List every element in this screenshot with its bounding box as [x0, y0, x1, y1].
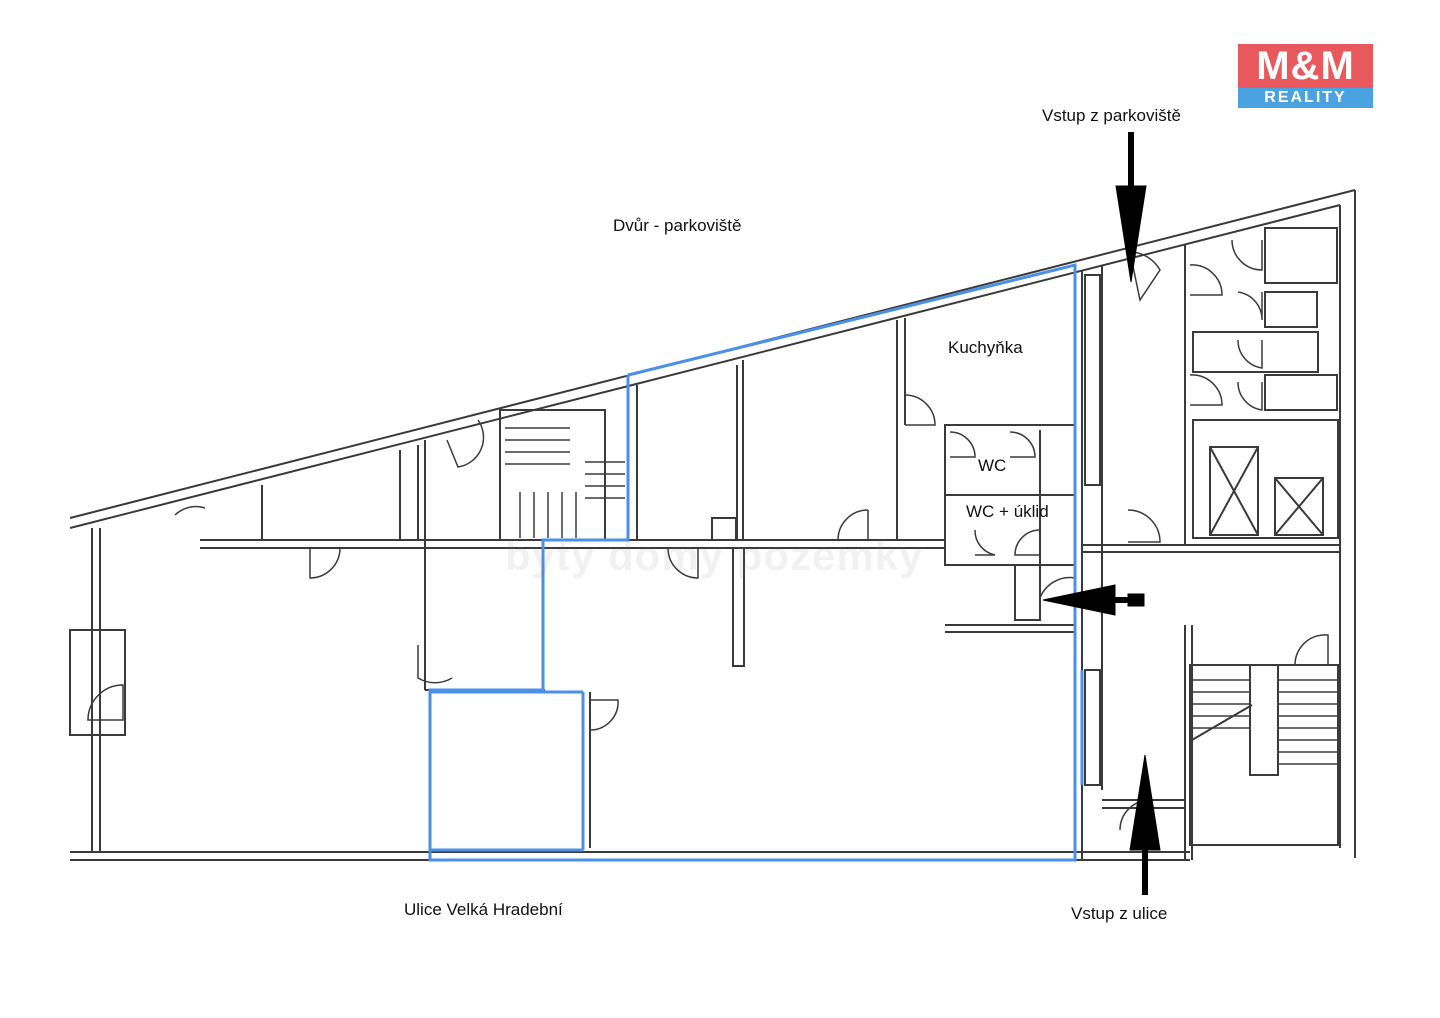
- door-swing: [417, 645, 453, 684]
- stair-east-inner: [1249, 664, 1279, 776]
- door-swing: [1014, 529, 1041, 556]
- doors: [87, 239, 1329, 831]
- shaft-2: [1274, 477, 1324, 536]
- door-swing: [174, 505, 206, 516]
- shaft-1: [1209, 446, 1259, 536]
- arrow-parking-head: [1115, 185, 1147, 283]
- window-e1: [1084, 274, 1101, 486]
- door-swing: [309, 547, 341, 579]
- arrow-side-tail: [1127, 593, 1145, 607]
- cubicle-2: [1264, 291, 1318, 328]
- column: [732, 547, 745, 667]
- door-swing: [1189, 264, 1223, 296]
- label-kitchen: Kuchyňka: [948, 338, 1023, 357]
- door-swing: [1127, 509, 1161, 543]
- logo-wordmark: REALITY: [1238, 88, 1373, 108]
- stair-east-diag: [1191, 704, 1253, 741]
- label-wc: WC: [978, 456, 1007, 475]
- door-swing: [904, 394, 936, 426]
- label-street: Ulice Velká Hradební: [404, 900, 563, 919]
- stair-treads-west: [505, 427, 625, 538]
- door-swing: [1237, 291, 1263, 321]
- window-e2: [1084, 669, 1101, 786]
- door-swing: [446, 419, 485, 468]
- door-swing: [589, 699, 619, 731]
- door-swing: [1189, 374, 1223, 406]
- column-cap: [711, 517, 737, 541]
- label-courtyard: Dvůr - parkoviště: [613, 216, 742, 235]
- door-swing: [1237, 339, 1263, 369]
- arrows: [1042, 132, 1161, 895]
- door-swing: [667, 547, 699, 579]
- stair-block: [499, 409, 606, 541]
- unit-outline: [428, 263, 1077, 862]
- shaft-1-x2: [1209, 446, 1259, 536]
- door-swing: [974, 529, 996, 556]
- outer-wall-north-inner: [69, 204, 1341, 529]
- cubicle-3: [1192, 331, 1319, 373]
- walls: [69, 189, 1356, 861]
- door-swing: [87, 684, 124, 721]
- label-wc-cleaning: WC + úklid: [966, 502, 1049, 521]
- door-swing: [949, 431, 976, 458]
- door-swing: [1237, 381, 1263, 411]
- label-entrance-street: Vstup z ulice: [1071, 904, 1168, 923]
- arrow-side-head: [1042, 584, 1116, 616]
- label-entrance-parking: Vstup z parkoviště: [1042, 106, 1181, 125]
- cubicle-1: [1264, 227, 1338, 284]
- west-window: [69, 629, 126, 736]
- cubicle-5: [1192, 419, 1339, 539]
- cubicle-4: [1264, 374, 1338, 411]
- brand-logo: M&M REALITY: [1238, 44, 1373, 108]
- shaft-2-x2: [1274, 477, 1324, 536]
- shaft: [1014, 564, 1041, 621]
- highlighted-unit: [428, 263, 1084, 862]
- logo-mark: M&M: [1238, 44, 1373, 88]
- door-swing: [1231, 239, 1263, 271]
- stair-treads-east: [1192, 679, 1338, 765]
- watermark: byty domy pozemky: [505, 532, 924, 579]
- door-swing: [837, 509, 869, 541]
- arrow-street-head: [1129, 754, 1161, 851]
- door-swing: [1009, 431, 1036, 458]
- door-swing: [1294, 634, 1329, 666]
